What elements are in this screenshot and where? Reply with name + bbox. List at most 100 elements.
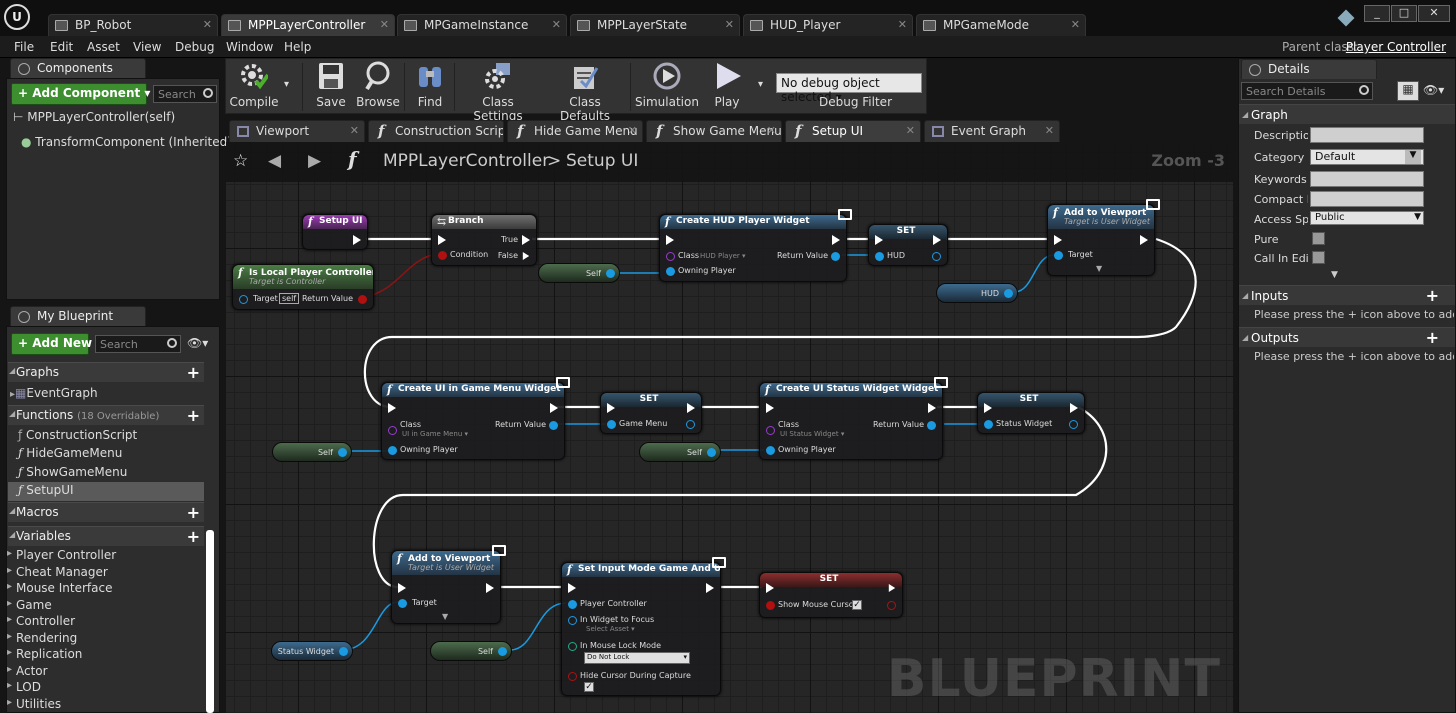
save-button[interactable]: Save (308, 61, 354, 113)
self-out-pin[interactable] (707, 448, 716, 457)
return-value-pin[interactable] (358, 295, 367, 304)
menu-view[interactable]: View (133, 40, 162, 54)
graphs-section[interactable]: ◢Graphs+ (8, 362, 204, 382)
variable-category-rendering[interactable]: Rendering (7, 631, 77, 645)
close-icon[interactable]: ✕ (897, 18, 907, 31)
show-mouse-cursor-in-pin[interactable] (766, 601, 775, 610)
components-tab[interactable]: Components (10, 58, 146, 78)
keywords-field[interactable] (1310, 171, 1424, 187)
breadcrumb-root[interactable]: MPPLayerController (383, 151, 550, 171)
hud-out-pin[interactable] (1004, 289, 1013, 298)
variable-category-actor[interactable]: Actor (7, 664, 47, 678)
menu-asset[interactable]: Asset (87, 40, 120, 54)
exec-out-pin[interactable] (888, 584, 896, 592)
exec-in-pin[interactable] (984, 403, 992, 413)
node-get-hud[interactable]: HUD (936, 283, 1018, 303)
menu-edit[interactable]: Edit (50, 40, 74, 54)
add-macro-plus-icon[interactable]: + (186, 503, 200, 522)
add-input-plus-icon[interactable]: + (1425, 286, 1439, 305)
exec-out-pin[interactable] (1070, 403, 1078, 413)
target-pin[interactable] (1054, 251, 1063, 260)
exec-out-pin[interactable] (832, 235, 840, 245)
exec-in-pin[interactable] (398, 583, 406, 593)
browse-button[interactable]: Browse (354, 61, 402, 113)
class-pin[interactable] (766, 426, 775, 435)
function-item-showgamemenu[interactable]: ƒ ShowGameMenu (18, 465, 127, 479)
functions-section[interactable]: ◢Functions (18 Overridable)+ (8, 405, 204, 425)
exec-out-pin[interactable] (550, 403, 558, 413)
variable-category-player-controller[interactable]: Player Controller (7, 548, 116, 562)
close-window-button[interactable]: ✕ (1418, 5, 1450, 22)
close-icon[interactable]: ✕ (627, 124, 637, 137)
favorite-star-icon[interactable]: ☆ (233, 151, 249, 171)
hide-cursor-checkbox[interactable]: ✓ (584, 682, 594, 692)
player-controller-pin[interactable] (568, 600, 577, 609)
self-out-pin[interactable] (338, 448, 347, 457)
debug-object-select[interactable]: No debug object selected ▾ (776, 73, 922, 104)
details-tab[interactable]: Details (1241, 59, 1377, 79)
exec-out-pin[interactable] (933, 235, 941, 245)
graph-item-eventgraph[interactable]: ▸▦EventGraph (10, 386, 98, 400)
status-widget-out-pin[interactable] (1069, 420, 1078, 429)
target-pin[interactable] (239, 295, 248, 304)
source-control-icon[interactable] (1337, 9, 1355, 27)
node-set-hud[interactable]: SET HUD (868, 224, 948, 266)
exec-true-pin[interactable] (522, 235, 530, 245)
add-output-plus-icon[interactable]: + (1425, 328, 1439, 347)
hud-in-pin[interactable] (875, 252, 884, 261)
exec-out-pin[interactable] (687, 403, 695, 413)
menu-help[interactable]: Help (284, 40, 312, 54)
macros-section[interactable]: ◢Macros+ (8, 502, 204, 522)
node-set-show-mouse-cursor[interactable]: SET Show Mouse Cursor ✓ (759, 572, 903, 618)
play-button[interactable]: Play (704, 61, 750, 113)
minimize-button[interactable]: _ (1364, 5, 1390, 22)
parent-class-link[interactable]: Player Controller (1345, 40, 1446, 54)
exec-in-pin[interactable] (607, 403, 615, 413)
node-set-game-menu[interactable]: SET Game Menu (600, 392, 702, 434)
exec-in-pin[interactable] (568, 583, 576, 593)
variables-scrollbar[interactable] (206, 530, 214, 713)
variable-category-utilities[interactable]: Utilities (7, 697, 61, 711)
self-out-pin[interactable] (498, 647, 507, 656)
variable-category-controller[interactable]: Controller (7, 614, 75, 628)
exec-in-pin[interactable] (666, 235, 674, 245)
class-pin[interactable] (388, 426, 397, 435)
class-settings-button[interactable]: Class Settings (460, 61, 536, 123)
exec-out-pin[interactable] (1140, 235, 1148, 245)
menu-window[interactable]: Window (226, 40, 274, 54)
show-mouse-cursor-checkbox[interactable]: ✓ (852, 600, 862, 610)
condition-pin[interactable] (438, 251, 447, 260)
mouse-lock-mode-pin[interactable] (568, 642, 577, 651)
component-item-transform[interactable]: ● TransformComponent (Inherited) (21, 135, 232, 149)
close-icon[interactable]: ✕ (202, 18, 212, 31)
forward-arrow-icon[interactable]: ▶ (308, 151, 322, 171)
compile-options-dropdown[interactable]: ▾ (284, 79, 290, 90)
return-value-pin[interactable] (927, 421, 936, 430)
widget-to-focus-pin[interactable] (568, 616, 577, 625)
close-icon[interactable]: ✕ (766, 124, 776, 137)
mouse-lock-mode-select[interactable]: Do Not Lock▾ (584, 652, 690, 664)
inputs-section[interactable]: ◢Inputs+ (1239, 285, 1455, 305)
owning-player-pin[interactable] (766, 446, 775, 455)
game-menu-out-pin[interactable] (686, 420, 695, 429)
exec-out-pin[interactable] (353, 235, 361, 245)
exec-in-pin[interactable] (388, 403, 396, 413)
class-defaults-button[interactable]: Class Defaults (544, 61, 626, 123)
return-value-pin[interactable] (549, 421, 558, 430)
tab-mpgamemode[interactable]: MPGameMode✕ (916, 14, 1086, 36)
access-specifier-select[interactable]: Public▼ (1310, 211, 1424, 225)
select-asset-dropdown[interactable]: Select Asset ▾ (586, 625, 635, 633)
return-value-pin[interactable] (831, 252, 840, 261)
game-menu-in-pin[interactable] (607, 420, 616, 429)
status-widget-out-pin[interactable] (339, 647, 348, 656)
pure-checkbox[interactable] (1312, 232, 1325, 245)
exec-out-pin[interactable] (706, 583, 714, 593)
outputs-section[interactable]: ◢Outputs+ (1239, 327, 1455, 347)
